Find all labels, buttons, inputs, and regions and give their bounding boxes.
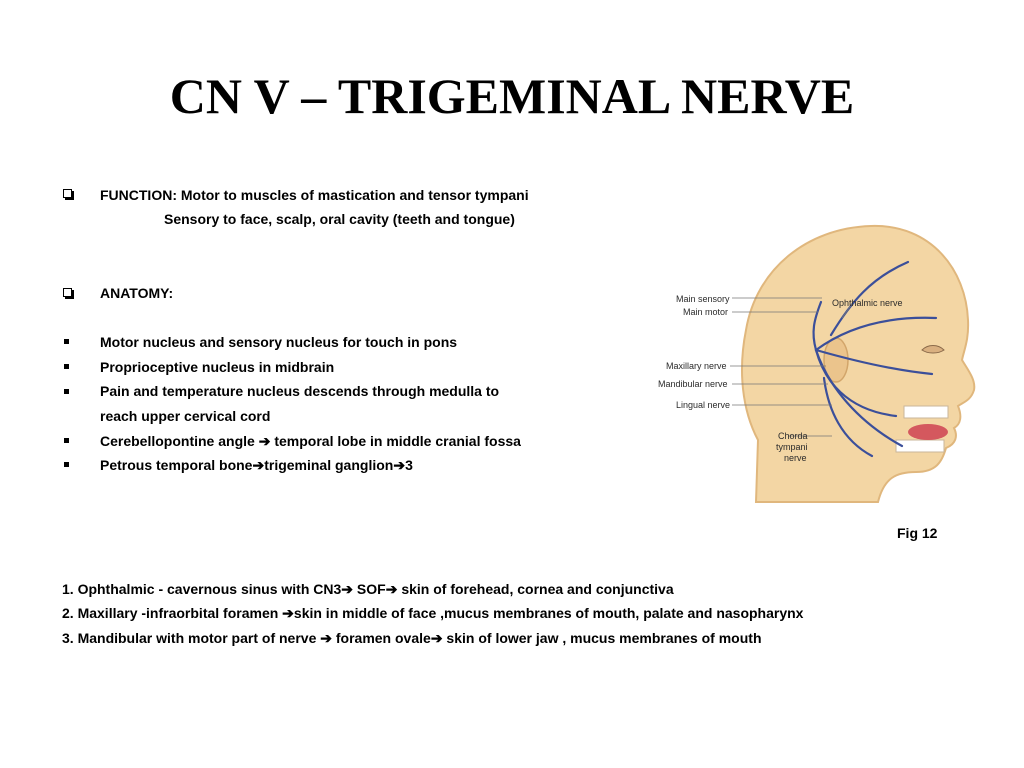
item-text: Petrous temporal bone (100, 457, 253, 473)
trigeminal-nerve-illustration: Main sensory Main motor Ophthalmic nerve… (646, 210, 990, 506)
anatomy-item: Petrous temporal bone➔trigeminal ganglio… (100, 456, 413, 474)
right-arrow-icon: ➔ (282, 605, 294, 621)
anatomy-item: Cerebellopontine angle ➔ temporal lobe i… (100, 432, 521, 450)
branch-text: skin of forehead, cornea and conjunctiva (397, 581, 674, 597)
right-arrow-icon: ➔ (320, 630, 332, 646)
right-arrow-icon: ➔ (258, 433, 271, 449)
branch-text: skin of lower jaw , mucus membranes of m… (442, 630, 762, 646)
branch-text: skin in middle of face ,mucus membranes … (293, 605, 804, 621)
right-arrow-icon: ➔ (385, 581, 398, 597)
anatomy-item: Proprioceptive nucleus in midbrain (100, 359, 335, 375)
label-main-motor: Main motor (683, 307, 728, 317)
branch-text: 1. Ophthalmic - cavernous sinus with CN3 (62, 581, 342, 597)
figure-caption: Fig 12 (897, 525, 938, 541)
branch-text: 3. Mandibular with motor part of nerve (62, 630, 321, 646)
label-tympani: tympani (776, 442, 808, 452)
label-maxillary-nerve: Maxillary nerve (666, 361, 727, 371)
checkbox-bullet-icon (63, 189, 74, 200)
item-text: Cerebellopontine angle (100, 433, 255, 449)
label-lingual-nerve: Lingual nerve (676, 400, 730, 410)
label-mandibular-nerve: Mandibular nerve (658, 379, 728, 389)
label-ophthalmic-nerve: Ophthalmic nerve (832, 298, 903, 308)
square-bullet-icon (64, 364, 69, 369)
branch-ophthalmic: 1. Ophthalmic - cavernous sinus with CN3… (62, 580, 674, 598)
anatomy-item: Motor nucleus and sensory nucleus for to… (100, 334, 458, 350)
checkbox-bullet-icon (63, 288, 74, 299)
label-chorda: Chorda (778, 431, 808, 441)
anatomy-heading: ANATOMY: (100, 285, 174, 301)
right-arrow-icon: ➔ (252, 457, 265, 473)
branch-text: SOF (353, 581, 386, 597)
page-title: CN V – TRIGEMINAL NERVE (169, 68, 855, 124)
square-bullet-icon (64, 389, 69, 394)
square-bullet-icon (64, 339, 69, 344)
item-text: temporal lobe in middle cranial fossa (274, 433, 521, 449)
branch-text: foramen ovale (331, 630, 431, 646)
anatomy-item: Pain and temperature nucleus descends th… (100, 383, 500, 399)
square-bullet-icon (64, 438, 69, 443)
function-line: FUNCTION: Motor to muscles of masticatio… (100, 187, 529, 203)
branch-text: 2. Maxillary -infraorbital foramen (62, 605, 283, 621)
branch-maxillary: 2. Maxillary -infraorbital foramen ➔skin… (62, 604, 803, 622)
item-text: trigeminal ganglion (264, 457, 394, 473)
head-silhouette (741, 224, 976, 503)
label-main-sensory: Main sensory (676, 294, 730, 304)
label-nerve: nerve (784, 453, 807, 463)
right-arrow-icon: ➔ (393, 457, 406, 473)
right-arrow-icon: ➔ (430, 630, 443, 646)
item-text: 3 (405, 457, 413, 473)
function-sensory-line: Sensory to face, scalp, oral cavity (tee… (164, 211, 515, 227)
square-bullet-icon (64, 462, 69, 467)
right-arrow-icon: ➔ (341, 581, 354, 597)
branch-mandibular: 3. Mandibular with motor part of nerve ➔… (62, 629, 762, 647)
anatomy-item-continued: reach upper cervical cord (100, 408, 271, 424)
